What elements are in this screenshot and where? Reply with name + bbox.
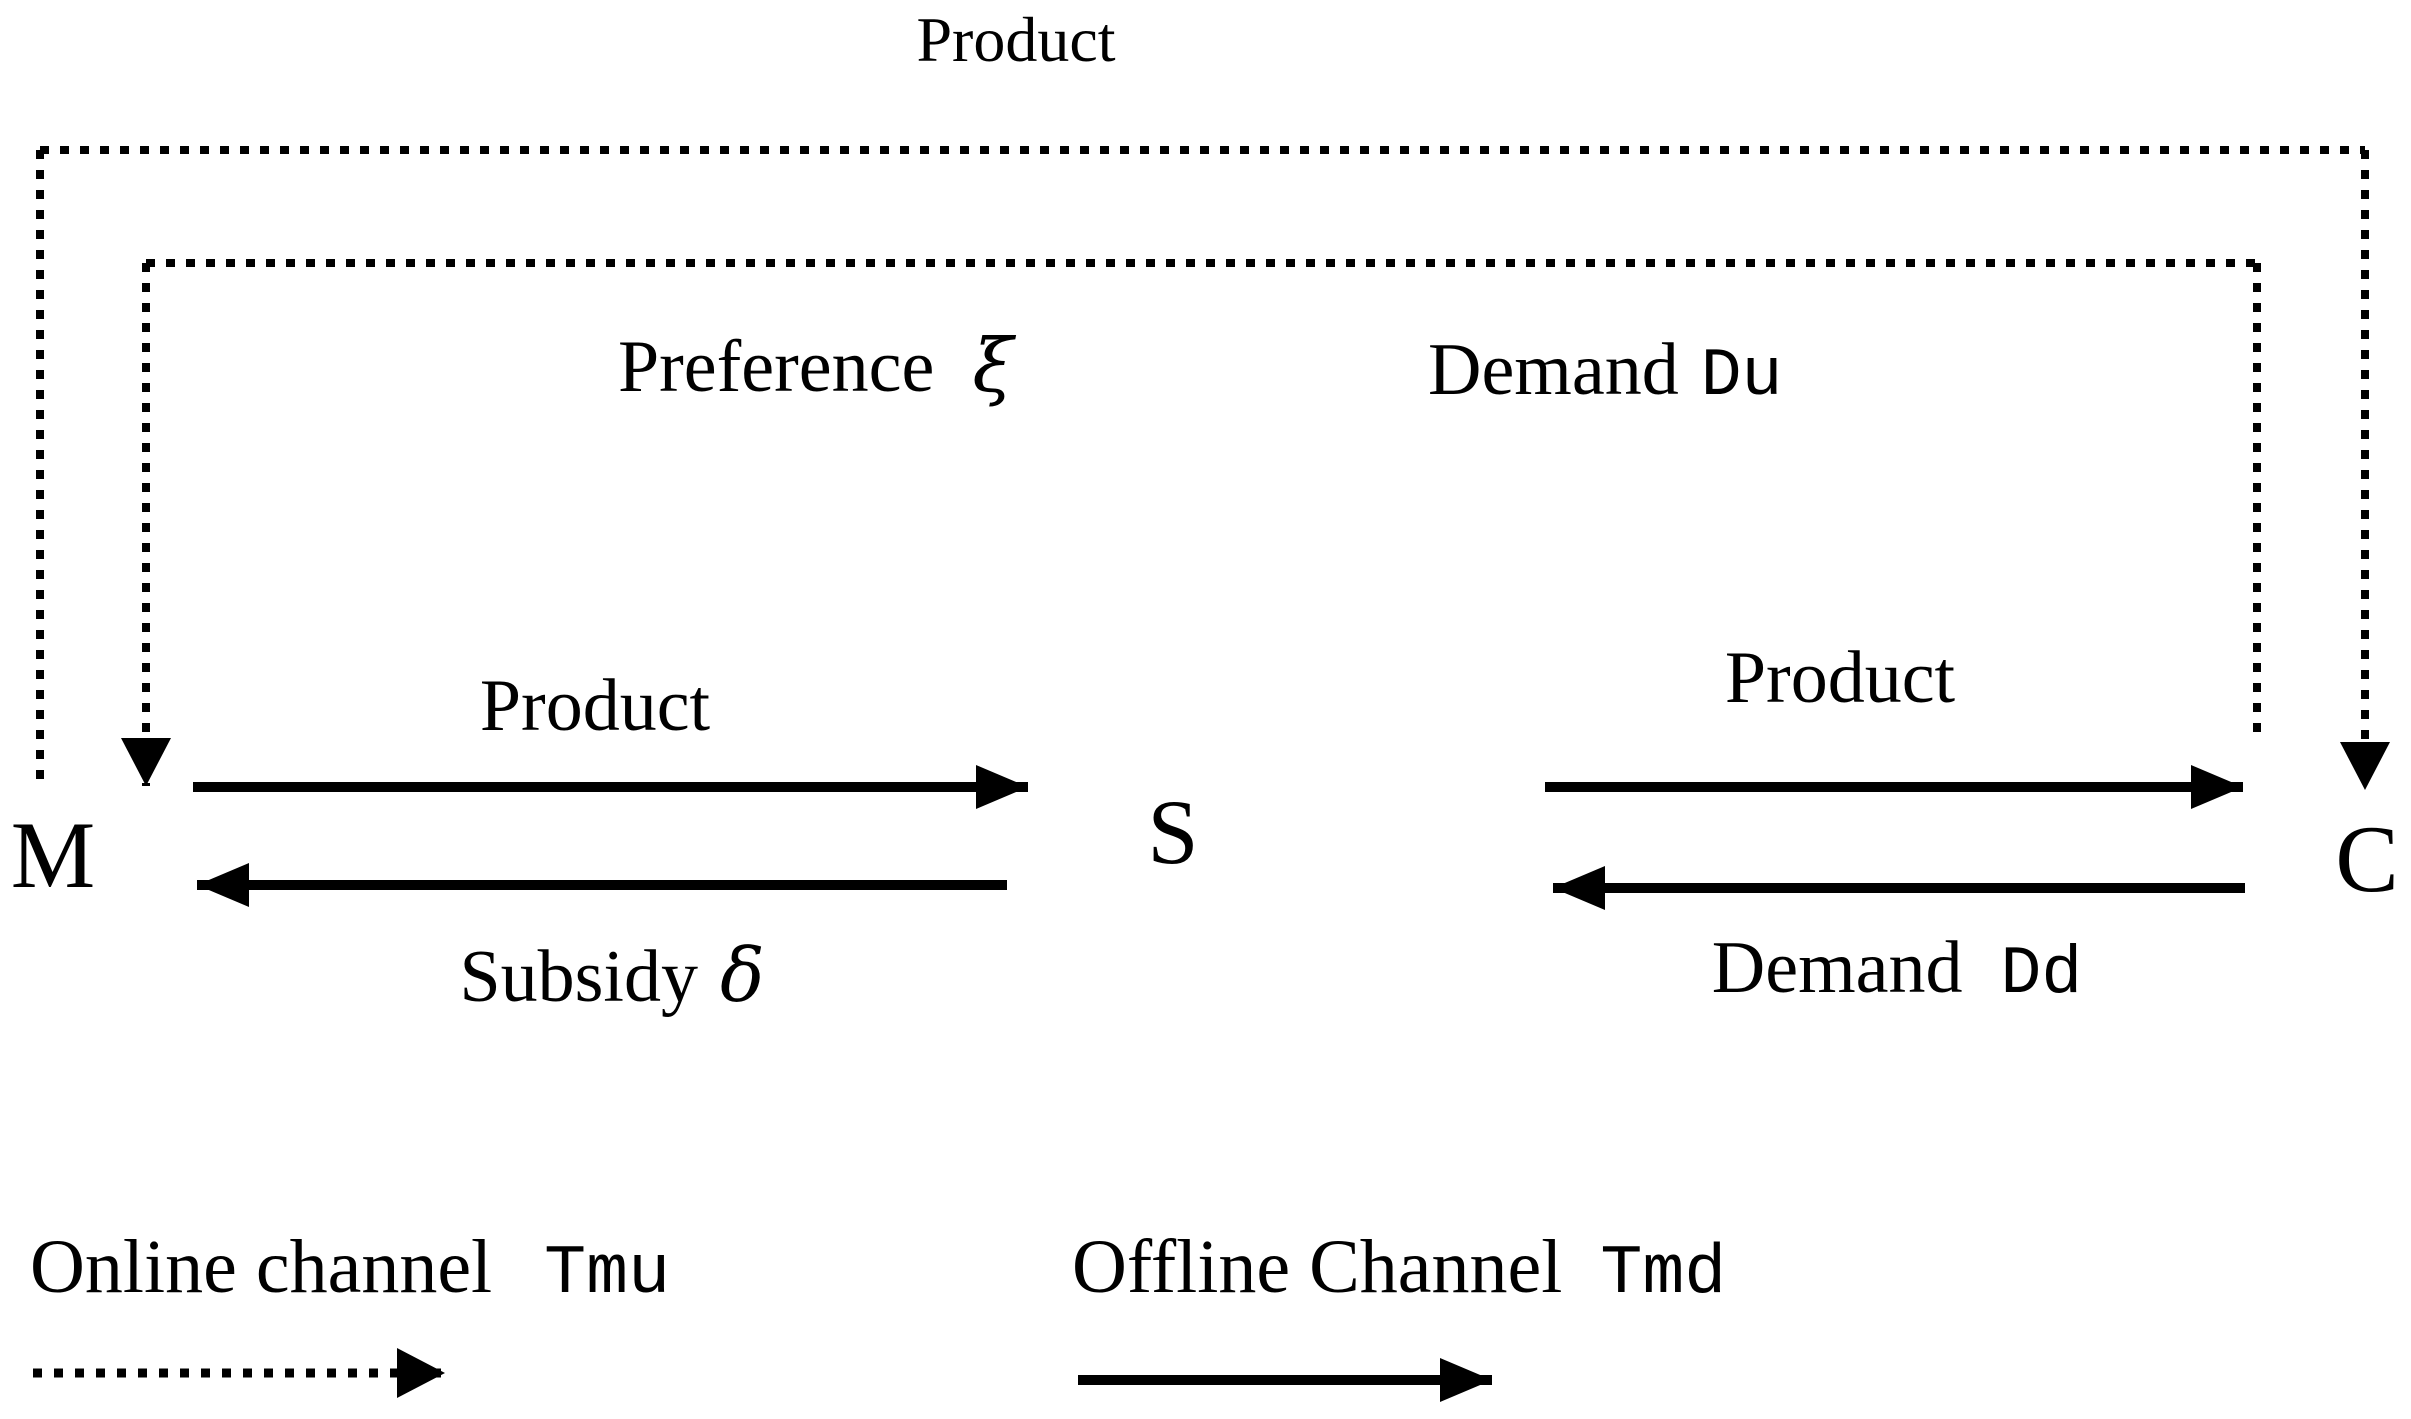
- node-manufacturer: M: [11, 805, 95, 906]
- demand-dd-symbol: Dd: [2000, 936, 2083, 1013]
- node-consumer: C: [2335, 809, 2398, 910]
- legend-online-symbol: Tmu: [544, 1234, 671, 1313]
- demand-dd-text: Demand: [1711, 927, 1963, 1009]
- top-product-label: Product: [916, 6, 1115, 73]
- demand-du-label: Demand Du: [1428, 329, 1783, 415]
- preference-label: Preference ξ: [618, 326, 1013, 408]
- preference-symbol-xi: ξ: [972, 323, 1014, 409]
- demand-dd-label: Demand Dd: [1711, 927, 2083, 1013]
- product-right-label: Product: [1724, 637, 1956, 719]
- node-consumer-letter: C: [2335, 806, 2399, 912]
- legend-online-text: Online channel: [30, 1225, 493, 1309]
- legend-offline-text: Offline Channel: [1072, 1225, 1563, 1309]
- subsidy-symbol-delta: δ: [719, 933, 765, 1019]
- node-supplier: S: [1147, 784, 1198, 881]
- demand-du-text: Demand: [1428, 329, 1679, 411]
- product-right-text: Product: [1724, 637, 1956, 719]
- demand-du-symbol: Du: [1700, 338, 1783, 415]
- subsidy-label: Subsidy δ: [459, 936, 764, 1018]
- preference-text: Preference: [618, 326, 935, 408]
- legend-offline-label: Offline Channel Tmd: [1072, 1225, 1727, 1313]
- top-product-text: Product: [916, 4, 1116, 75]
- product-left-label: Product: [479, 665, 711, 747]
- node-supplier-letter: S: [1147, 781, 1199, 883]
- product-left-text: Product: [479, 665, 711, 747]
- legend-offline-symbol: Tmd: [1600, 1234, 1727, 1313]
- legend-online-label: Online channel Tmu: [30, 1225, 671, 1313]
- subsidy-text: Subsidy: [459, 936, 698, 1018]
- node-manufacturer-letter: M: [10, 802, 96, 908]
